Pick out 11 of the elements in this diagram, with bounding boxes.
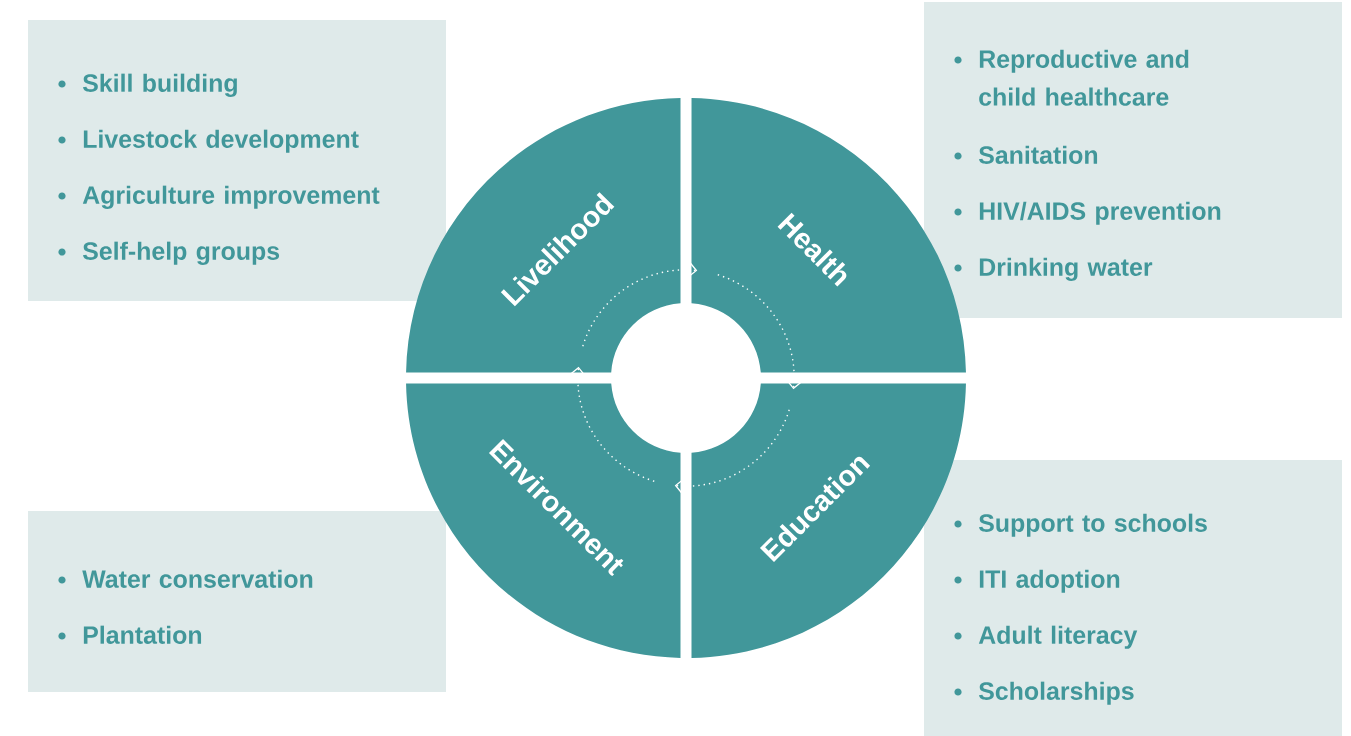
list-item: Skill building (58, 73, 237, 97)
dotted-arrow (717, 274, 803, 390)
dotted-arrow (674, 409, 790, 495)
list-item: Water conservation (58, 569, 313, 588)
list-item: Self-help groups (58, 241, 280, 265)
list-item: Livestock development (58, 129, 359, 153)
dotted-arrow (582, 261, 698, 347)
list-item: Plantation (58, 625, 202, 644)
list-item: Scholarships (954, 681, 1134, 705)
list-item: Agriculture improvement (58, 185, 380, 209)
dotted-arrow (569, 366, 655, 482)
